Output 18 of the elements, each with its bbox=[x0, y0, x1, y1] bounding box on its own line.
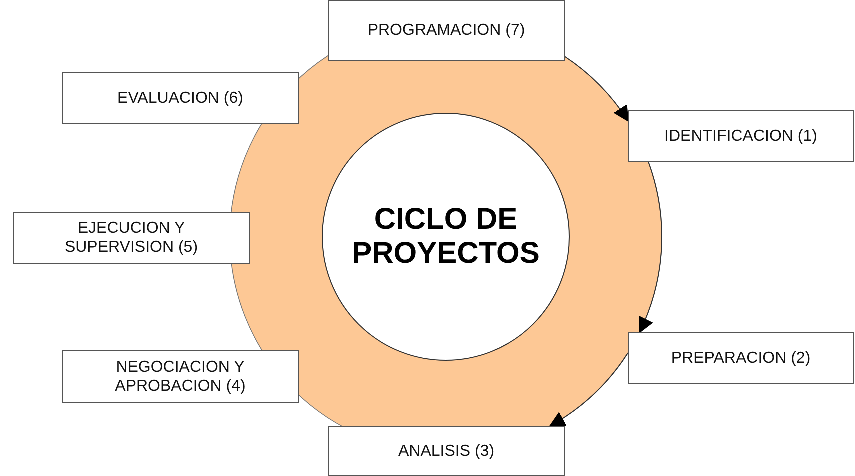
stage-box bbox=[328, 426, 565, 476]
stage-label: IDENTIFICACION (1) bbox=[664, 126, 818, 146]
stage-label: EVALUACION (6) bbox=[118, 88, 244, 108]
stage-box bbox=[13, 212, 250, 264]
center-label: CICLO DE PROYECTOS bbox=[351, 203, 541, 271]
stage-box bbox=[628, 110, 854, 162]
stage-label: EJECUCION Y SUPERVISION (5) bbox=[64, 219, 200, 257]
arrow bbox=[549, 353, 628, 427]
stage-box bbox=[62, 350, 299, 403]
stage-label: NEGOCIACION Y APROBACION (4) bbox=[114, 358, 247, 396]
stage-box bbox=[62, 72, 299, 124]
stage-box bbox=[328, 0, 565, 61]
arrow bbox=[638, 162, 662, 334]
stage-label: ANALISIS (3) bbox=[398, 442, 495, 460]
stage-label: PROGRAMACION (7) bbox=[368, 21, 526, 40]
stage-label: PREPARACION (2) bbox=[671, 348, 811, 368]
arrow bbox=[564, 56, 630, 122]
stage-box bbox=[628, 332, 854, 384]
